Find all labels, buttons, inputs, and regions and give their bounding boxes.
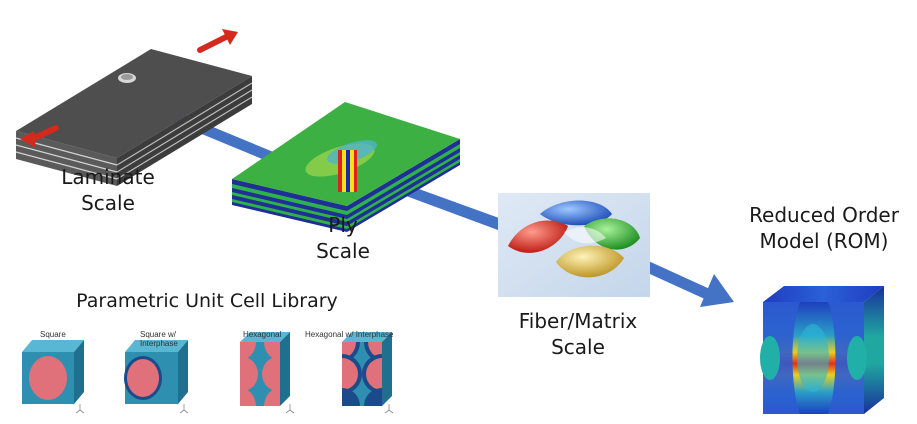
laminate-top-face [16,49,252,158]
unit-cell-label-hexagonal: Hexagonal [243,330,282,339]
fiber-tow-blue [540,200,612,226]
unit-cell-square [22,340,84,404]
rom-cube [760,286,884,414]
unit-cell-square-interphase-fiber [127,359,159,397]
fiber-tow-gold [556,245,624,278]
unit-cell-square-interphase [124,340,188,404]
rom-side-face [864,286,884,414]
ply-label-line2: Scale [316,239,370,263]
ply-layer-lines [232,184,347,229]
unit-cell-hexagonal [240,332,290,406]
rom-label: Reduced Order Model (ROM) [738,202,910,254]
axis-triads [75,404,394,414]
fiber-matrix-scale-label: Fiber/Matrix Scale [505,308,651,360]
flow-arrowhead [700,274,734,307]
library-title: Parametric Unit Cell Library [76,290,338,312]
ply-label-line1: Ply [328,213,358,237]
ply-notch-stress [338,150,357,192]
unit-cell-hexagonal-interphase [342,332,392,406]
laminate-side-lines [116,82,253,180]
ply-stack [232,102,460,232]
unit-cell-label-square: Square [40,330,66,339]
rom-label-line2: Model (ROM) [759,229,889,253]
fiber-matrix-image [498,193,650,297]
unit-cell-square-fiber [29,356,67,400]
ply-scale-label: Ply Scale [300,212,386,264]
ply-side-layers [347,144,460,229]
laminate-label-line2: Scale [81,191,135,215]
rom-label-line1: Reduced Order [749,203,899,227]
fiber-tow-red [508,220,568,253]
laminate-scale-label: Laminate Scale [44,164,172,216]
rom-top-face [763,286,884,302]
fiber-matrix-label-line2: Scale [551,335,605,359]
fiber-tow-green [584,218,640,250]
flow-segment-ply-fiber [390,180,510,233]
unit-cell-label-square-interphase: Square w/ Interphase [140,330,178,348]
laminate-label-line1: Laminate [61,165,155,189]
fiber-matrix-label-line1: Fiber/Matrix [518,309,638,333]
load-arrow-right [197,29,238,53]
unit-cell-label-hexagonal-interphase: Hexagonal w/ Interphase [305,330,394,339]
load-arrow-left [20,125,59,148]
